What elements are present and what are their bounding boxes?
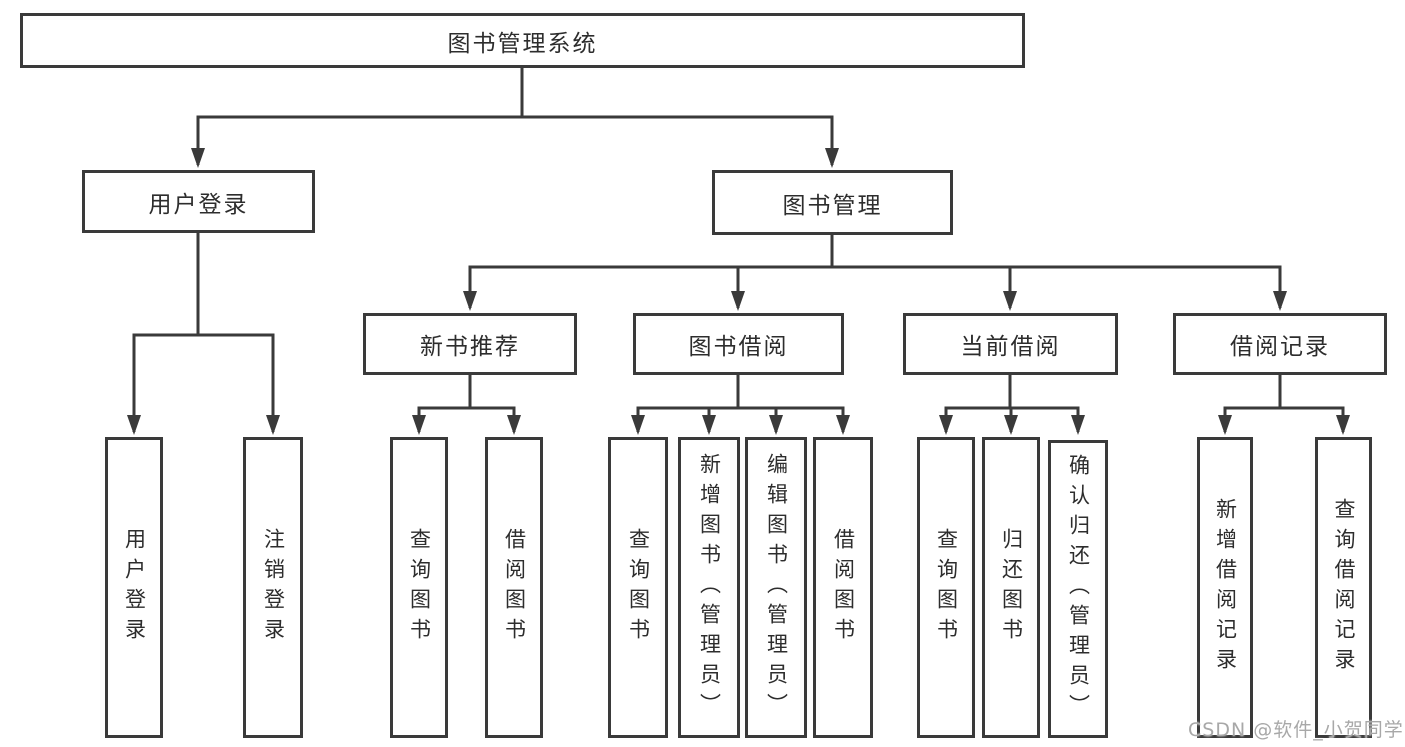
leaf-borrow-books-recommend: 借阅图书 xyxy=(485,437,543,738)
node-current-borrowing-label: 当前借阅 xyxy=(960,334,1061,360)
csdn-watermark: CSDN @软件_小贺同学 xyxy=(1188,719,1404,741)
leaf-add-books-admin: 新增图书（管理员） xyxy=(678,437,740,738)
leaf-query-borrow-record-label: 查询借阅记录 xyxy=(1332,497,1356,678)
leaf-confirm-return-admin-label: 确认归还（管理员） xyxy=(1066,454,1091,724)
leaf-borrow-books-recommend-label: 借阅图书 xyxy=(502,527,527,648)
node-book-management: 图书管理 xyxy=(712,170,953,235)
leaf-query-books-recommend-label: 查询图书 xyxy=(407,527,432,648)
node-book-borrowing-label: 图书借阅 xyxy=(688,334,789,360)
node-borrowing-records-label: 借阅记录 xyxy=(1230,334,1330,360)
leaf-user-login: 用户登录 xyxy=(105,437,163,738)
node-user-login-group: 用户登录 xyxy=(82,170,315,233)
node-root-system: 图书管理系统 xyxy=(20,13,1025,68)
leaf-confirm-return-admin: 确认归还（管理员） xyxy=(1048,440,1108,738)
leaf-query-books-current: 查询图书 xyxy=(917,437,975,738)
leaf-query-books-borrowing: 查询图书 xyxy=(608,437,668,738)
node-current-borrowing: 当前借阅 xyxy=(903,313,1118,375)
leaf-borrow-books-label: 借阅图书 xyxy=(831,527,856,648)
leaf-return-books: 归还图书 xyxy=(982,437,1040,738)
node-book-management-label: 图书管理 xyxy=(782,192,883,219)
leaf-add-borrow-record: 新增借阅记录 xyxy=(1197,437,1253,738)
leaf-logout-label: 注销登录 xyxy=(261,527,286,648)
node-user-login-group-label: 用户登录 xyxy=(148,191,249,218)
leaf-query-books-recommend: 查询图书 xyxy=(390,437,448,738)
leaf-logout: 注销登录 xyxy=(243,437,303,738)
node-new-book-recommend: 新书推荐 xyxy=(363,313,577,375)
node-new-book-recommend-label: 新书推荐 xyxy=(420,334,520,360)
node-book-borrowing: 图书借阅 xyxy=(633,313,844,375)
leaf-query-books-borrowing-label: 查询图书 xyxy=(626,527,651,648)
leaf-query-books-current-label: 查询图书 xyxy=(934,527,959,648)
leaf-add-borrow-record-label: 新增借阅记录 xyxy=(1213,497,1238,678)
leaf-add-books-admin-label: 新增图书（管理员） xyxy=(697,452,722,723)
node-borrowing-records: 借阅记录 xyxy=(1173,313,1387,375)
leaf-borrow-books: 借阅图书 xyxy=(813,437,873,738)
leaf-edit-books-admin-label: 编辑图书（管理员） xyxy=(764,452,789,723)
leaf-return-books-label: 归还图书 xyxy=(999,527,1024,648)
leaf-query-borrow-record: 查询借阅记录 xyxy=(1315,437,1372,738)
leaf-user-login-label: 用户登录 xyxy=(122,527,147,648)
node-root-label: 图书管理系统 xyxy=(447,30,598,57)
leaf-edit-books-admin: 编辑图书（管理员） xyxy=(745,437,807,738)
